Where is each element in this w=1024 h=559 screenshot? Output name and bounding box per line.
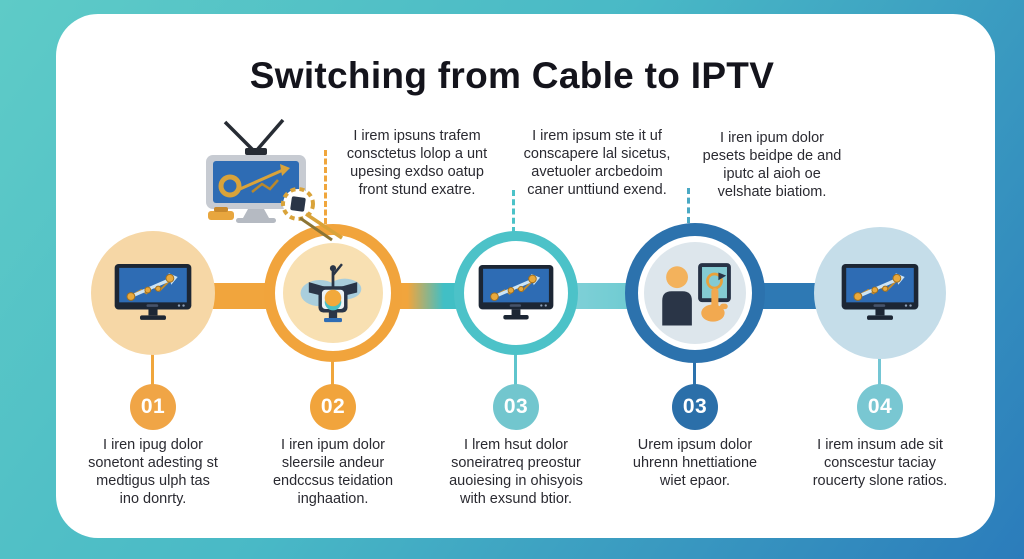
step-number-badge-1: 01 — [130, 384, 176, 430]
top-note-2: I irem ipsum ste it uf conscapere lal si… — [523, 128, 671, 198]
step-circle-1 — [91, 231, 215, 355]
dashed-connector-step4 — [687, 188, 690, 223]
step-circle-2 — [264, 224, 402, 362]
top-note-3: I iren ipum dolor pesets beidpe de and i… — [702, 130, 842, 200]
step-description-5: I irem insum ade sit conscestur taciay r… — [812, 437, 948, 489]
iptv-projector-icon — [300, 263, 362, 323]
badge-stem-3 — [514, 353, 517, 386]
step-number-badge-5: 04 — [857, 384, 903, 430]
step-number-badge-2: 02 — [310, 384, 356, 430]
monitor-trend-chart-icon — [114, 264, 192, 321]
step-number-badge-4: 03 — [672, 384, 718, 430]
antenna-tv-icon — [206, 118, 343, 242]
monitor-trend-chart-icon — [841, 264, 919, 321]
dashed-connector-step2 — [324, 150, 327, 224]
step-description-2: I iren ipum dolor sleersile andeur endcc… — [272, 437, 394, 507]
step-number-badge-3: 03 — [493, 384, 539, 430]
badge-stem-4 — [693, 361, 696, 386]
page-title: Switching from Cable to IPTV — [249, 55, 775, 96]
step-description-1: I iren ipug dolor sonetont adesting st m… — [88, 437, 218, 507]
monitor-trend-chart-icon — [478, 265, 554, 320]
badge-stem-5 — [878, 357, 881, 386]
step-circle-5 — [814, 227, 946, 359]
step-circle-4 — [625, 223, 765, 363]
dashed-connector-step3 — [512, 190, 515, 233]
badge-stem-2 — [331, 360, 334, 386]
top-note-1: I irem ipsuns trafem consctetus lolop a … — [346, 128, 488, 198]
step-circle-2-inner — [283, 243, 383, 343]
user-tablet-icon — [662, 263, 731, 326]
step-circle-3 — [454, 231, 578, 355]
badge-stem-1 — [151, 353, 154, 386]
step-circle-4-inner — [644, 242, 746, 344]
step-description-4: Urem ipsum dolor uhrenn hnettiatione wie… — [632, 437, 758, 489]
step-description-3: I lrem hsut dolor soneiratreq preostur a… — [449, 437, 583, 507]
